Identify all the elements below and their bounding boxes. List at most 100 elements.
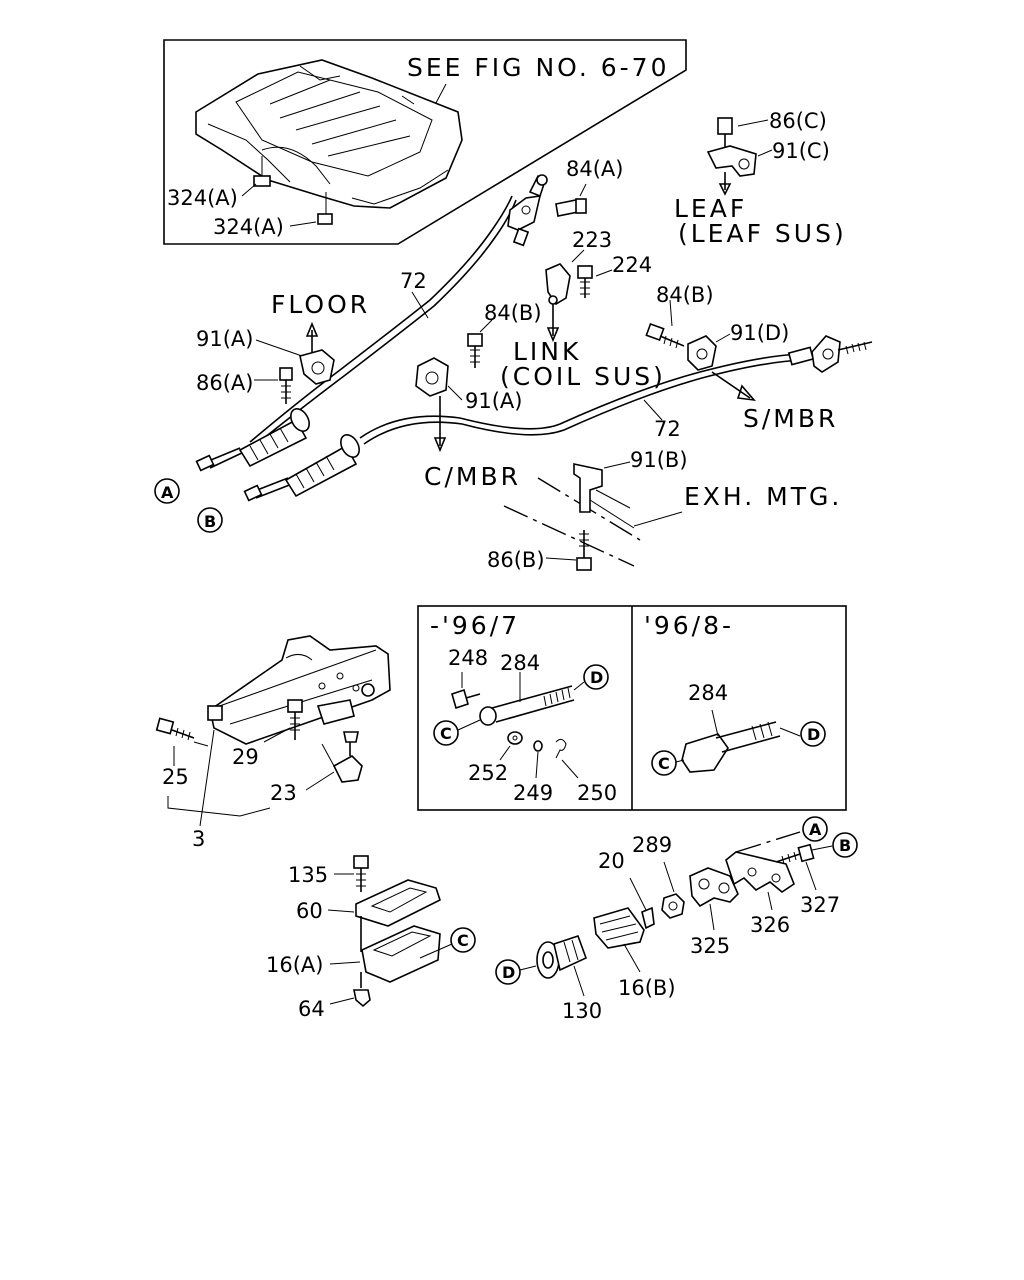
- label-16b: 16(B): [618, 976, 676, 1000]
- label-86a: 86(A): [196, 371, 253, 395]
- cable-b-end: [787, 335, 873, 373]
- callout-a-left-circle: [154, 478, 180, 504]
- label-64: 64: [298, 997, 325, 1021]
- callout-b-left-circle: [197, 507, 223, 533]
- label-exh-mtg: EXH. MTG.: [684, 482, 842, 511]
- label-84a: 84(A): [566, 157, 623, 181]
- label-72-lower: 72: [654, 417, 681, 441]
- callout-d-late: D: [807, 725, 820, 744]
- callout-d-early: D: [590, 668, 603, 687]
- label-327: 327: [800, 893, 840, 917]
- label-late: '96/8-: [644, 611, 734, 640]
- callout-c-bracket: C: [457, 931, 469, 950]
- label-248: 248: [448, 646, 488, 670]
- callout-a-right-circle: [802, 816, 828, 842]
- callout-d-late-circle: [800, 721, 826, 747]
- bolt-84a: 84(A): [555, 157, 623, 217]
- bolt-135: [353, 855, 369, 892]
- link-bracket-223: 223 224 LINK (COIL SUS): [500, 228, 666, 391]
- bolt-84b-center: 84(B): [467, 301, 542, 368]
- label-60: 60: [296, 899, 323, 923]
- label-326: 326: [750, 913, 790, 937]
- label-252: 252: [468, 761, 508, 785]
- label-324a-upper: 324(A): [167, 186, 238, 210]
- direction-leaf-sus: (LEAF SUS): [678, 219, 847, 248]
- exhaust-mount: 91(B) EXH. MTG. 86(B): [487, 448, 842, 572]
- cable-b: 72 B: [197, 335, 873, 533]
- callout-b-left: B: [204, 512, 216, 531]
- label-early: -'96/7: [430, 611, 520, 640]
- guide-16b: [593, 907, 645, 949]
- callout-d-bushing-circle: [495, 959, 521, 985]
- label-72-upper: 72: [400, 269, 427, 293]
- clamp-91a-floor: FLOOR 91(A) 86(A): [196, 290, 367, 404]
- callout-c-late-circle: [651, 750, 677, 776]
- callout-d-early-circle: [583, 664, 609, 690]
- pivot-bracket: 135 60 16(A) C 64: [266, 855, 476, 1021]
- clip-325: [689, 867, 739, 908]
- label-325: 325: [690, 934, 730, 958]
- label-249: 249: [513, 781, 553, 805]
- floor-panel-drawing: [195, 59, 463, 225]
- label-135: 135: [288, 863, 328, 887]
- cable-a: 72 A: [154, 174, 548, 504]
- bolt-224: [577, 265, 593, 298]
- callout-a-left: A: [161, 483, 174, 502]
- label-91b: 91(B): [630, 448, 688, 472]
- leaf-sus-bracket: 86(C) 91(C) LEAF (LEAF SUS): [674, 109, 847, 248]
- callout-b-right: B: [839, 836, 851, 855]
- label-86c: 86(C): [769, 109, 827, 133]
- label-91a-center: 91(A): [465, 389, 522, 413]
- callout-d-bushing: D: [502, 963, 515, 982]
- label-86b: 86(B): [487, 548, 545, 572]
- callout-c-early: C: [440, 724, 452, 743]
- bolt-25: [155, 717, 195, 741]
- label-16a: 16(A): [266, 953, 323, 977]
- label-91c: 91(C): [772, 139, 830, 163]
- direction-leaf: LEAF: [674, 194, 747, 223]
- detail-box: -'96/7 '96/8- 248 284 D C 252 249: [417, 605, 847, 811]
- cable-a-end-bracket: [507, 174, 548, 247]
- direction-link: LINK: [513, 337, 581, 366]
- nut-289: [661, 893, 685, 919]
- callout-c-early-circle: [433, 720, 459, 746]
- bushing-130: [536, 934, 588, 979]
- bolt-86a: [279, 367, 293, 404]
- label-324a-lower: 324(A): [213, 215, 284, 239]
- label-3: 3: [192, 827, 205, 851]
- bolt-29: [287, 699, 303, 740]
- label-224: 224: [612, 253, 652, 277]
- direction-coil-sus: (COIL SUS): [500, 362, 666, 391]
- direction-smbr: S/MBR: [743, 404, 838, 433]
- label-84b-right: 84(B): [656, 283, 714, 307]
- bracket-326: [725, 851, 795, 893]
- label-84b-center: 84(B): [484, 301, 542, 325]
- switch-23: [321, 731, 363, 783]
- label-20: 20: [598, 849, 625, 873]
- callout-c-late: C: [658, 754, 670, 773]
- callout-a-right: A: [809, 820, 822, 839]
- label-289: 289: [632, 833, 672, 857]
- lever-assembly: 29 25 23 3: [155, 635, 391, 851]
- label-284-late: 284: [688, 681, 728, 705]
- bolt-86b: [576, 530, 592, 571]
- label-284-early: 284: [500, 651, 540, 675]
- early-pin-assembly: 248 284 D C 252 249 250: [433, 646, 617, 805]
- bolt-327: [775, 843, 815, 865]
- equalizer-parts: D 130 16(B) 20 289 325: [495, 816, 858, 1023]
- callout-c-bracket-circle: [450, 927, 476, 953]
- label-29: 29: [232, 745, 259, 769]
- bracket-91d: 84(B) 91(D) S/MBR: [645, 283, 838, 433]
- direction-cmbr: C/MBR: [424, 462, 521, 491]
- label-25: 25: [162, 765, 189, 789]
- label-130: 130: [562, 999, 602, 1023]
- inset-frame: [163, 39, 687, 245]
- label-23: 23: [270, 781, 297, 805]
- label-91a-floor: 91(A): [196, 327, 253, 351]
- cable-a-boot: [238, 408, 310, 468]
- label-223: 223: [572, 228, 612, 252]
- cable-b-boot: [284, 434, 360, 498]
- late-pin-assembly: 284 D C: [651, 681, 826, 776]
- label-250: 250: [577, 781, 617, 805]
